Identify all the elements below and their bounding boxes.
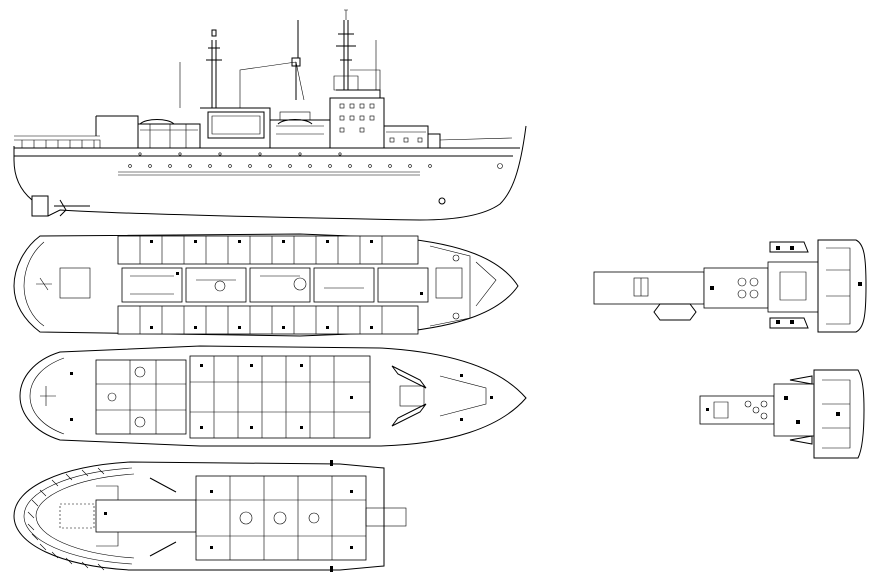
deck-outline — [19, 345, 527, 447]
deck-outline — [13, 233, 519, 337]
crane — [291, 20, 301, 100]
cabin-row-port — [117, 235, 419, 265]
superstructure-deck-2-view — [699, 369, 865, 459]
cabin-row-starboard — [117, 305, 419, 335]
superstructure-deck-1-view — [593, 239, 867, 333]
deck-outline — [13, 461, 385, 571]
ship-profile-view — [13, 9, 527, 221]
bollard-marks — [70, 364, 493, 429]
deck-2-marks — [706, 396, 840, 424]
lifeboat — [139, 119, 175, 125]
fender-hatching — [27, 467, 105, 571]
equipment-marks — [710, 246, 862, 324]
bridge-windows — [339, 103, 423, 143]
machinery-marks — [104, 460, 353, 572]
hull-outline — [13, 125, 527, 221]
rudder — [31, 195, 49, 217]
main-deck-plan-view — [19, 345, 527, 447]
upper-deck-plan-view — [13, 233, 519, 337]
aft-mast — [206, 40, 222, 108]
lower-deck-plan-view — [13, 460, 407, 572]
propeller — [54, 199, 90, 217]
furniture-marks — [150, 240, 423, 329]
main-mast — [336, 20, 356, 90]
hull-portholes — [128, 152, 432, 168]
